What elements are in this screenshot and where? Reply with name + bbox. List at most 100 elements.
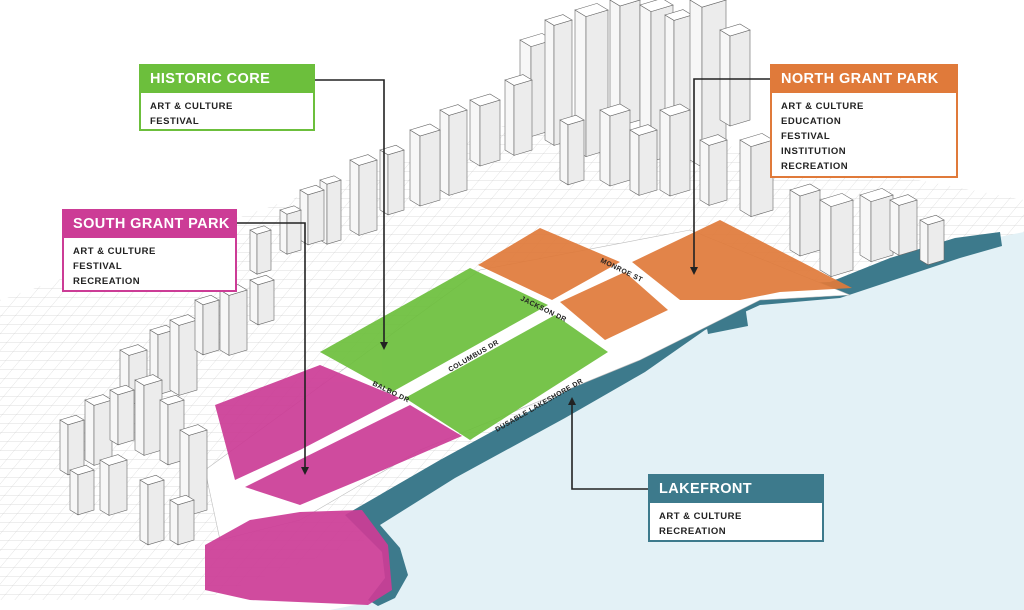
building-face	[139, 474, 165, 486]
building-face	[479, 99, 501, 167]
building-face	[504, 74, 533, 86]
south-grant-park-zone	[205, 365, 462, 605]
historic-core-leader	[312, 79, 385, 345]
building-face	[448, 109, 468, 196]
lake-water	[330, 232, 1024, 610]
building-face	[919, 219, 929, 266]
building-face	[544, 14, 573, 26]
building-face	[147, 479, 165, 546]
building-face	[178, 319, 198, 396]
building-face	[789, 189, 801, 257]
building-face	[117, 389, 135, 446]
building-face	[93, 399, 113, 466]
building-face	[544, 19, 555, 146]
list-item: ART & CULTURE	[150, 101, 233, 112]
building-face	[143, 379, 163, 456]
building-face	[169, 494, 195, 506]
building-face	[349, 154, 378, 166]
list-item: FESTIVAL	[73, 261, 123, 272]
north-grant-park-callout: NORTH GRANT PARK ART & CULTURE EDUCATION…	[770, 64, 958, 178]
building-face	[134, 379, 145, 456]
list-item: ART & CULTURE	[73, 246, 156, 257]
building-face	[599, 103, 631, 117]
pier	[705, 305, 748, 334]
building-face	[319, 175, 342, 185]
building-face	[409, 123, 441, 137]
building-face	[639, 0, 674, 12]
lakefront-leader	[571, 402, 648, 490]
building-face	[609, 0, 641, 7]
building-face	[504, 79, 515, 156]
building-face	[108, 459, 128, 516]
leader-lines	[236, 78, 772, 490]
building-face	[119, 344, 148, 356]
building-face	[439, 109, 450, 196]
building-face	[159, 399, 169, 466]
historic-core-callout: HISTORIC CORE ART & CULTURE FESTIVAL	[139, 64, 315, 131]
building-face	[629, 124, 658, 136]
building-face	[469, 93, 501, 107]
north-grant-park-leader	[693, 78, 772, 270]
building-face	[927, 219, 945, 266]
lakefront-title: LAKEFRONT	[650, 476, 822, 503]
building-face	[257, 279, 275, 326]
building-face	[256, 229, 272, 275]
building-face	[99, 459, 110, 516]
building-face	[859, 194, 872, 263]
lakefront-callout: LAKEFRONT ART & CULTURE RECREATION	[648, 474, 824, 542]
building-face	[177, 499, 195, 546]
building-face	[629, 129, 640, 196]
building-face	[69, 469, 79, 516]
building-face	[249, 225, 272, 235]
list-item: RECREATION	[659, 526, 727, 537]
historic-core-title: HISTORIC CORE	[141, 66, 313, 93]
building-face	[719, 29, 731, 127]
list-item: FESTIVAL	[781, 131, 831, 142]
building-face	[59, 419, 69, 476]
historic-core-zone	[320, 268, 608, 440]
building-face	[279, 209, 288, 255]
lakefront-list: ART & CULTURE RECREATION	[650, 503, 822, 544]
list-item: EDUCATION	[781, 116, 842, 127]
building-face	[326, 179, 342, 245]
building-face	[219, 289, 230, 356]
building-face	[358, 159, 378, 236]
building-face	[574, 3, 609, 17]
building-face	[789, 183, 821, 197]
building-face	[659, 103, 691, 117]
building-face	[409, 129, 421, 207]
building-face	[249, 274, 275, 286]
building-face	[889, 199, 900, 256]
list-item: RECREATION	[781, 161, 849, 172]
building-face	[69, 464, 95, 476]
building-face	[169, 319, 180, 396]
building-face	[859, 188, 894, 202]
building-face	[419, 129, 441, 207]
historic-core-list: ART & CULTURE FESTIVAL	[141, 93, 313, 134]
list-item: FESTIVAL	[150, 116, 200, 127]
building-face	[249, 229, 258, 275]
building-face	[689, 0, 727, 8]
building-face	[799, 189, 821, 257]
building-face	[889, 194, 918, 206]
building-face	[179, 424, 208, 436]
building-face	[919, 214, 945, 226]
building-face	[559, 119, 569, 186]
south-grant-park-list: ART & CULTURE FESTIVAL RECREATION	[64, 238, 235, 294]
list-item: ART & CULTURE	[781, 101, 864, 112]
building-face	[699, 139, 710, 206]
building-face	[638, 129, 658, 196]
list-item: INSTITUTION	[781, 146, 847, 157]
building-face	[469, 99, 481, 167]
building-face	[279, 205, 302, 215]
building-face	[609, 109, 631, 187]
building-face	[194, 299, 204, 356]
building-face	[194, 294, 220, 306]
building-face	[699, 134, 728, 146]
building-face	[134, 374, 163, 386]
building-face	[659, 109, 671, 197]
building-face	[77, 469, 95, 516]
building-face	[819, 193, 854, 207]
building-face	[139, 479, 149, 546]
